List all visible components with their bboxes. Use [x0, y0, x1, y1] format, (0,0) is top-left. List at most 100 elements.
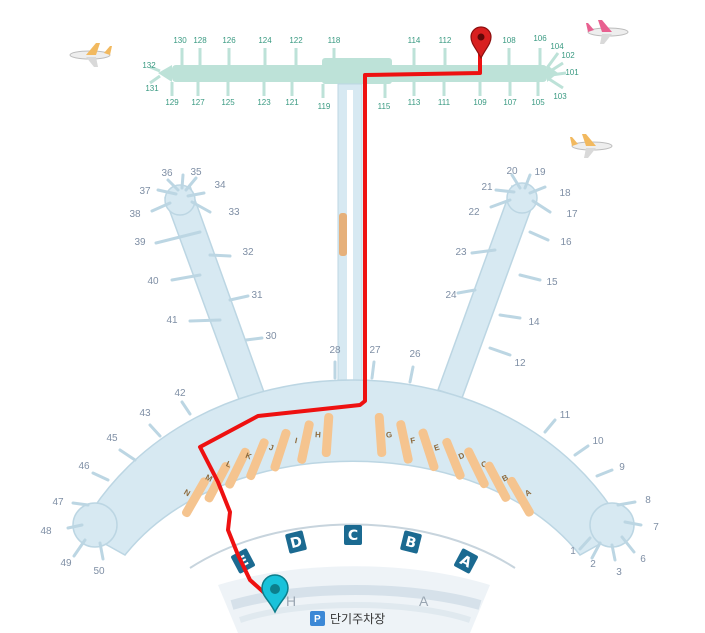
parking-name: 단기주차장 [330, 612, 385, 626]
gate-35: 35 [190, 167, 202, 178]
concourse-gate-123: 123 [257, 98, 271, 107]
entry-zone-c[interactable]: C [344, 525, 362, 545]
checkin-counter-d: D [442, 437, 466, 480]
parking-badge: P [314, 614, 321, 625]
entry-zone-b[interactable]: B [400, 530, 422, 554]
gate-16: 16 [560, 237, 572, 248]
concourse-gate-118: 118 [328, 36, 341, 45]
gate-12: 12 [514, 358, 526, 369]
main-terminal [72, 182, 635, 556]
counter-letter-g: G [386, 430, 393, 439]
concourse-gate-112: 112 [439, 36, 452, 45]
gate-43: 43 [139, 408, 151, 419]
counter-letter-m: M [204, 473, 214, 484]
gate-7: 7 [653, 522, 659, 533]
checkin-counter-g: G [374, 412, 393, 457]
concourse-gate-119: 119 [318, 102, 331, 111]
checkin-counter-n: N [182, 477, 209, 518]
gate-28: 28 [329, 345, 341, 356]
gate-3: 3 [616, 567, 622, 578]
concourse-gate-129: 129 [165, 98, 179, 107]
gate-30: 30 [265, 331, 277, 342]
concourse-gate-109: 109 [473, 98, 487, 107]
entry-zone-a[interactable]: A [453, 548, 478, 574]
counter-letter-n: N [182, 488, 192, 499]
concourse-gate-102: 102 [561, 51, 575, 60]
counter-letter-j: J [268, 443, 275, 453]
start-map-pin-icon[interactable] [261, 574, 289, 614]
counter-letter-f: F [410, 436, 417, 446]
gate-26: 26 [409, 349, 421, 360]
gate-48: 48 [40, 526, 52, 537]
checkin-counter-e: E [418, 428, 441, 472]
concourse-gate-132: 132 [142, 61, 156, 70]
gate-33: 33 [228, 207, 240, 218]
gate-39: 39 [134, 237, 146, 248]
concourse-gate-101: 101 [565, 68, 579, 77]
gate-23: 23 [455, 247, 467, 258]
airplane-icon [586, 20, 629, 44]
concourse-gate-131: 131 [145, 84, 159, 93]
concourse-gate-114: 114 [408, 36, 421, 45]
gate-20: 20 [506, 166, 518, 177]
parking-icon [310, 611, 325, 626]
connector-corridor [337, 83, 363, 385]
gate-45: 45 [106, 433, 118, 444]
gate-22: 22 [468, 207, 480, 218]
counter-letter-c: C [480, 459, 489, 470]
concourse-gate-124: 124 [258, 36, 272, 45]
gate-34: 34 [214, 180, 226, 191]
gate-1: 1 [570, 546, 576, 557]
counter-letter-a: A [523, 487, 533, 498]
end-map-pin-icon[interactable] [470, 26, 492, 60]
parking-zone-a: A [419, 593, 429, 609]
curbside-road [189, 523, 516, 569]
gate-11: 11 [560, 410, 571, 421]
terminal-gate-fingers [66, 173, 643, 562]
concourse-gate-103: 103 [553, 92, 567, 101]
checkin-counter-b: B [484, 461, 511, 502]
checkin-counter-h: H [315, 413, 334, 458]
concourse-gate-106: 106 [533, 34, 547, 43]
counter-letter-b: B [501, 473, 511, 484]
concourse-gate-122: 122 [289, 36, 303, 45]
concourse-gate-111: 111 [438, 98, 451, 107]
gate-24: 24 [445, 290, 457, 301]
entry-zone-letter-b: B [404, 534, 418, 552]
gate-9: 9 [619, 462, 625, 473]
checkin-counter-k: K [244, 438, 269, 481]
counter-letter-i: I [294, 436, 298, 445]
checkin-counter-i: I [294, 420, 314, 464]
gate-2: 2 [590, 559, 596, 570]
concourse-gate-105: 105 [531, 98, 545, 107]
counter-letter-d: D [457, 451, 466, 462]
gate-31: 31 [251, 290, 263, 301]
gate-37: 37 [139, 186, 151, 197]
concourse-gate-128: 128 [193, 36, 207, 45]
airplane-icon [69, 43, 112, 67]
gate-27: 27 [369, 345, 381, 356]
concourse-gate-127: 127 [191, 98, 205, 107]
concourse-gate-130: 130 [173, 36, 187, 45]
counter-letter-k: K [244, 451, 253, 462]
gate-15: 15 [546, 277, 558, 288]
concourse-gate-115: 115 [378, 102, 391, 111]
gate-36: 36 [161, 168, 173, 179]
entry-zone-d[interactable]: D [285, 530, 307, 554]
concourse-gate-108: 108 [502, 36, 516, 45]
gate-18: 18 [559, 188, 571, 199]
route-path [198, 46, 482, 600]
entry-zone-letter-c: C [348, 528, 358, 544]
gate-19: 19 [534, 167, 546, 178]
gate-49: 49 [60, 558, 72, 569]
gate-6: 6 [640, 554, 646, 565]
concourse-gate-107: 107 [503, 98, 517, 107]
airplane-icon [570, 134, 613, 158]
parking-label[interactable]: P 단기주차장 [310, 611, 385, 626]
concourse-gate-125: 125 [221, 98, 235, 107]
gate-10: 10 [592, 436, 604, 447]
